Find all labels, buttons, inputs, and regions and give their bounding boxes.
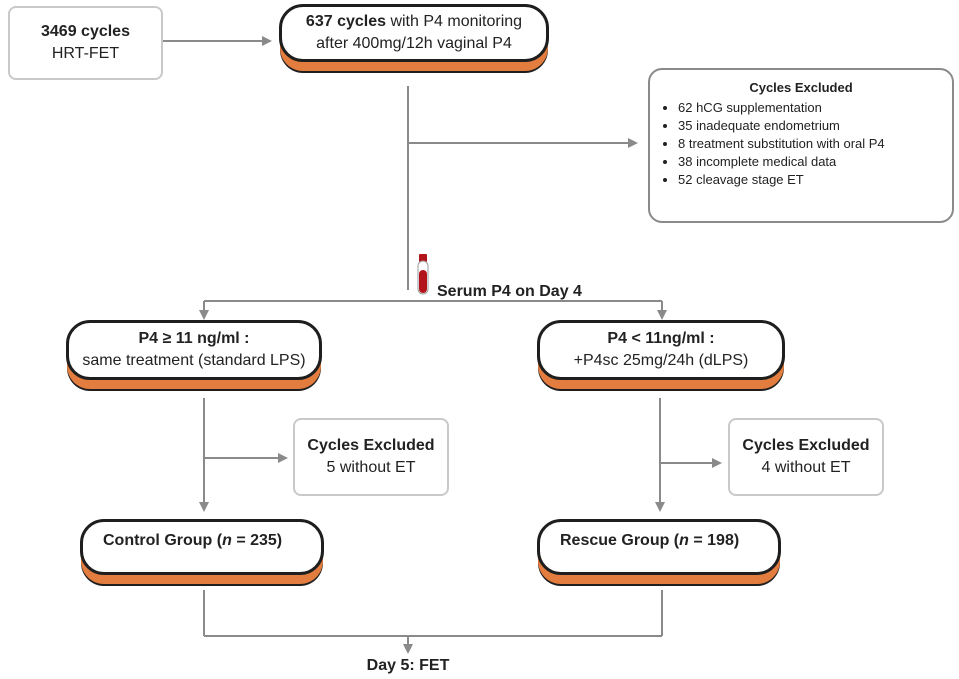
monitoring-box: 637 cycles with P4 monitoring after 400m… bbox=[279, 4, 549, 62]
right-excluded-box: Cycles Excluded 4 without ET bbox=[728, 418, 884, 496]
start-type: HRT-FET bbox=[51, 45, 120, 62]
monitoring-line2: after 400mg/12h vaginal P4 bbox=[316, 35, 512, 52]
control-group-value: = 235) bbox=[231, 532, 283, 549]
rescue-group-value: = 198) bbox=[688, 532, 740, 549]
rescue-group-label: Rescue Group ( bbox=[560, 532, 680, 549]
list-item: 35 inadequate endometrium bbox=[678, 117, 944, 135]
final-label: Day 5: FET bbox=[366, 657, 450, 674]
left-excluded-detail: 5 without ET bbox=[326, 459, 416, 476]
excluded-main-box: Cycles Excluded 62 hCG supplementation 3… bbox=[648, 68, 954, 223]
list-item: 52 cleavage stage ET bbox=[678, 171, 944, 189]
serum-label: Serum P4 on Day 4 bbox=[437, 283, 582, 300]
left-branch-title: P4 ≥ 11 ng/ml : bbox=[138, 330, 250, 347]
start-count: 3469 cycles bbox=[41, 23, 130, 40]
excluded-main-title: Cycles Excluded bbox=[749, 80, 853, 95]
right-branch-detail: +P4sc 25mg/24h (dLPS) bbox=[573, 352, 749, 369]
list-item: 38 incomplete medical data bbox=[678, 153, 944, 171]
right-excluded-detail: 4 without ET bbox=[761, 459, 851, 476]
control-group-n: n bbox=[222, 532, 232, 549]
rescue-group-box: Rescue Group (n = 198) bbox=[537, 519, 781, 575]
blood-tube-icon bbox=[417, 254, 429, 295]
right-excluded-title: Cycles Excluded bbox=[742, 437, 870, 454]
list-item: 62 hCG supplementation bbox=[678, 99, 944, 117]
rescue-group-n: n bbox=[679, 532, 689, 549]
left-branch-box: P4 ≥ 11 ng/ml : same treatment (standard… bbox=[66, 320, 322, 380]
left-branch-detail: same treatment (standard LPS) bbox=[82, 352, 306, 369]
control-group-box: Control Group (n = 235) bbox=[80, 519, 324, 575]
left-excluded-title: Cycles Excluded bbox=[307, 437, 435, 454]
list-item: 8 treatment substitution with oral P4 bbox=[678, 135, 944, 153]
left-excluded-box: Cycles Excluded 5 without ET bbox=[293, 418, 449, 496]
excluded-main-list: 62 hCG supplementation 35 inadequate end… bbox=[658, 99, 944, 189]
right-branch-title: P4 < 11ng/ml : bbox=[607, 330, 715, 347]
control-group-label: Control Group ( bbox=[103, 532, 223, 549]
start-box: 3469 cycles HRT-FET bbox=[8, 6, 163, 80]
monitoring-count: 637 cycles bbox=[305, 13, 386, 30]
right-branch-box: P4 < 11ng/ml : +P4sc 25mg/24h (dLPS) bbox=[537, 320, 785, 380]
monitoring-text: with P4 monitoring bbox=[386, 13, 523, 30]
